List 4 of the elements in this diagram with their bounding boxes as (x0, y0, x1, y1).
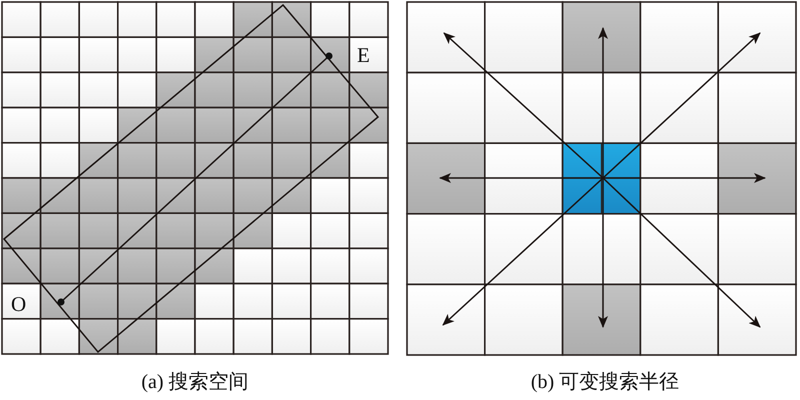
point-label: E (357, 45, 370, 66)
subfigure-caption: (b) 可变搜索半径 (530, 370, 680, 395)
subfigure-caption: (a) 搜索空间 (140, 370, 250, 395)
point-label: O (11, 294, 26, 315)
